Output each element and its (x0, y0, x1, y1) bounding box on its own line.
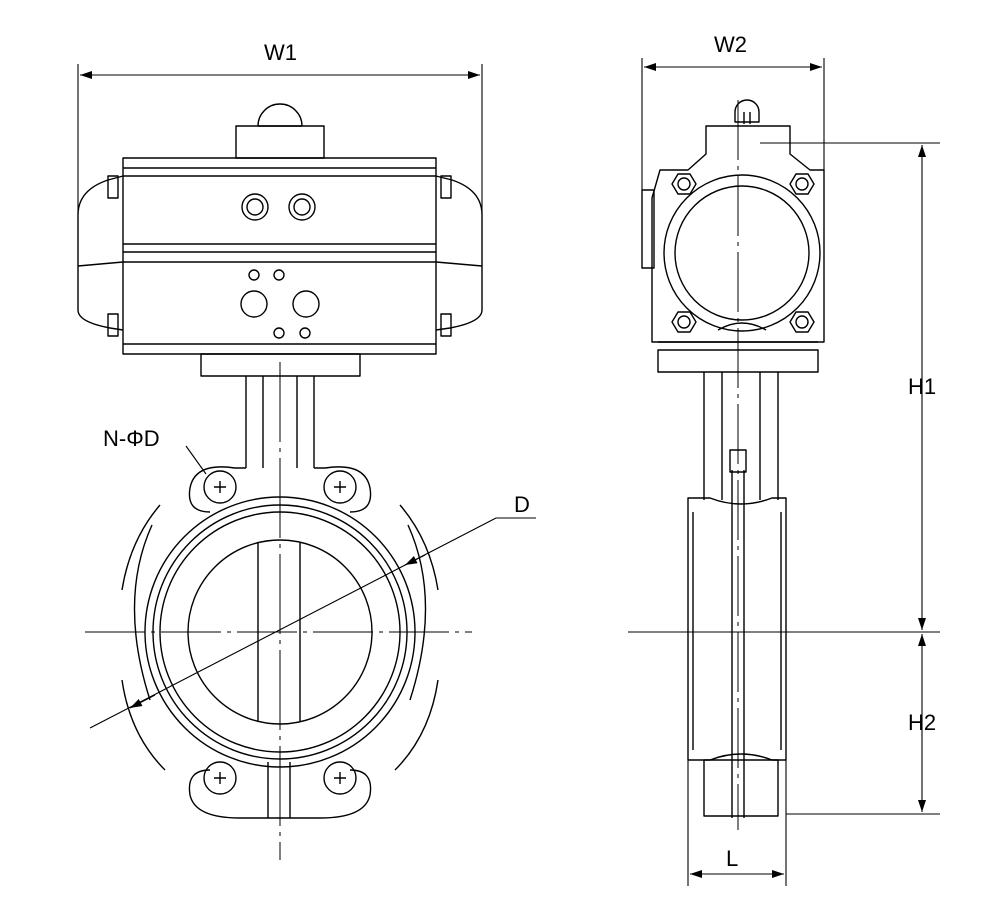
leader-nphid (185, 445, 207, 475)
dimension-d (89, 517, 536, 729)
valve-body-side (687, 470, 787, 818)
valve-neck-side (703, 372, 779, 500)
side-view (628, 58, 940, 886)
front-centerlines (85, 362, 472, 860)
label-n-phi-d: N-ΦD (103, 426, 160, 451)
label-w1: W1 (264, 40, 297, 65)
label-l: L (726, 846, 738, 871)
side-centerlines (628, 100, 940, 830)
dimension-l (687, 760, 787, 886)
dimension-w2 (641, 58, 825, 190)
label-d: D (514, 492, 530, 517)
front-view (77, 64, 536, 860)
hex-bolts-side (671, 173, 815, 333)
dimension-h1-h2 (760, 142, 940, 815)
label-h2: H2 (908, 710, 936, 735)
label-h1: H1 (908, 374, 936, 399)
valve-neck-front (245, 376, 315, 468)
actuator-front (77, 103, 483, 377)
label-w2: W2 (714, 32, 747, 57)
dimension-w1 (77, 64, 483, 214)
actuator-side (641, 99, 825, 373)
